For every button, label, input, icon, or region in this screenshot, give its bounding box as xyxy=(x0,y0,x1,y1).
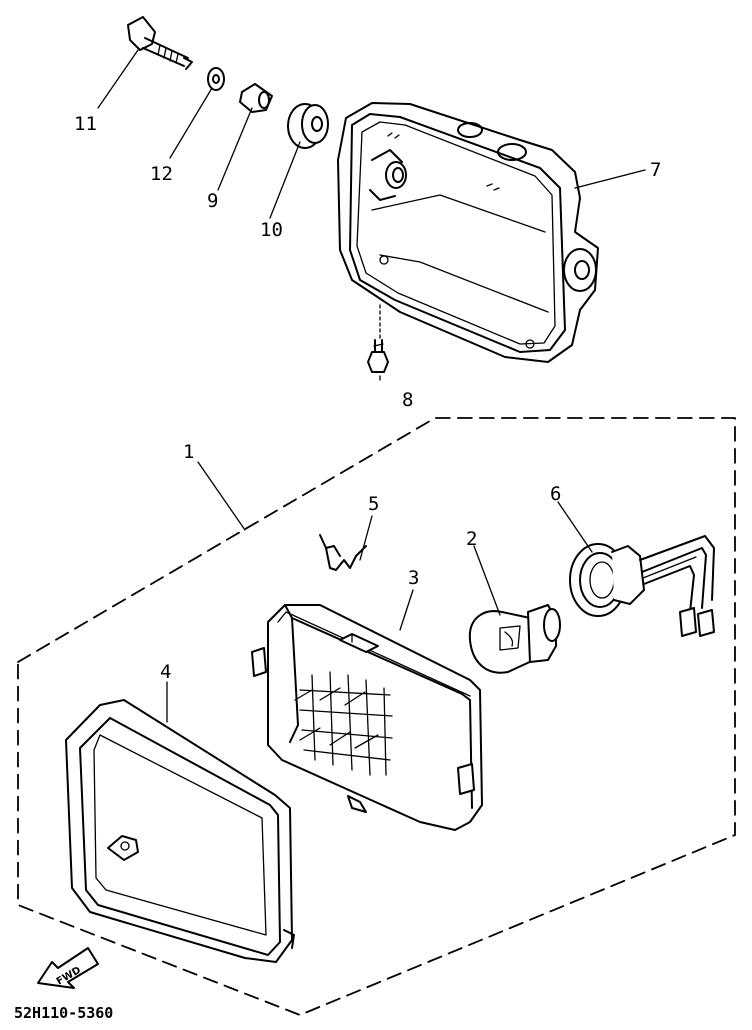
callout-1: 1 xyxy=(183,441,194,463)
bulb-part-2 xyxy=(468,604,561,674)
callout-8: 8 xyxy=(402,389,413,411)
leader-lines xyxy=(97,49,646,723)
callout-12: 12 xyxy=(150,163,173,185)
screw-part-8 xyxy=(367,304,389,373)
callout-10: 10 xyxy=(260,219,283,241)
forward-arrow-icon: FWD xyxy=(37,947,99,989)
lens-unit-part-3 xyxy=(251,604,483,831)
callout-3: 3 xyxy=(408,567,419,589)
headlight-rim-part-4 xyxy=(65,699,295,963)
callout-2: 2 xyxy=(466,528,477,550)
callout-5: 5 xyxy=(368,493,379,515)
callout-7: 7 xyxy=(650,159,661,181)
bulb-socket-part-6 xyxy=(569,535,715,637)
callout-9: 9 xyxy=(207,190,218,212)
assembly-outline xyxy=(17,417,736,1016)
part-code: 52H110-5360 xyxy=(14,1004,113,1022)
washer-part-12 xyxy=(207,67,225,91)
grommet-part-10 xyxy=(287,103,329,149)
headlight-housing-part-7 xyxy=(337,102,599,363)
callout-6: 6 xyxy=(550,483,561,505)
collar-part-9 xyxy=(239,83,273,113)
bolt-part-11 xyxy=(127,16,193,70)
callout-11: 11 xyxy=(74,113,97,135)
callout-4: 4 xyxy=(160,661,171,683)
spring-clip-part-5 xyxy=(319,534,367,571)
